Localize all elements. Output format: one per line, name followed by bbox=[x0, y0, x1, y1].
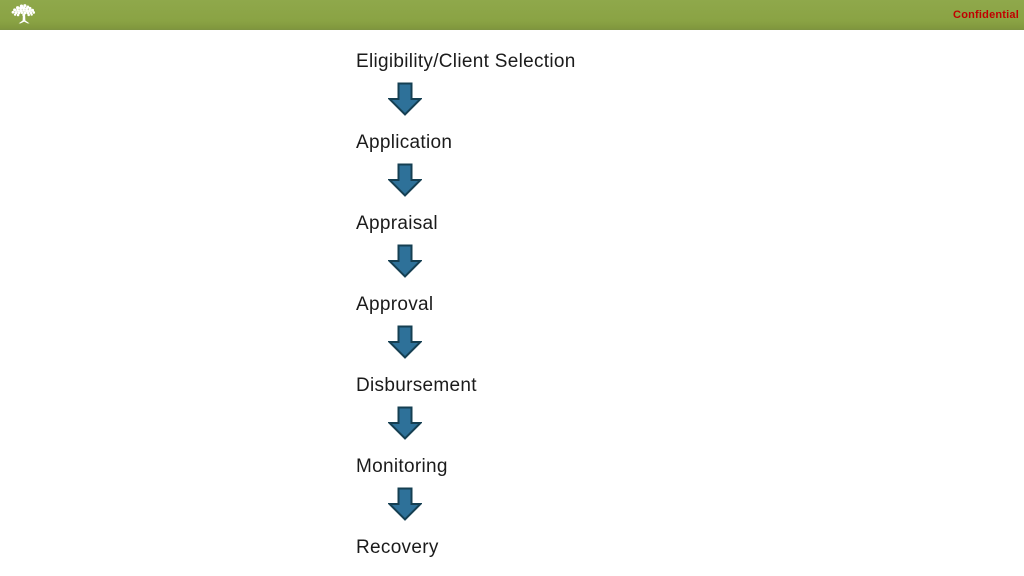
oak-tree-logo-icon bbox=[7, 2, 41, 28]
down-arrow-icon bbox=[388, 82, 422, 116]
down-arrow-icon bbox=[388, 325, 422, 359]
down-arrow-icon bbox=[388, 163, 422, 197]
down-arrow-icon bbox=[388, 406, 422, 440]
flow-step-label: Appraisal bbox=[356, 213, 438, 234]
down-arrow-icon bbox=[388, 244, 422, 278]
flow-step-label: Disbursement bbox=[356, 375, 477, 396]
process-flow: Eligibility/Client Selection Application… bbox=[356, 50, 576, 568]
down-arrow-icon bbox=[388, 487, 422, 521]
confidential-label: Confidential bbox=[953, 9, 1019, 21]
flow-step-label: Recovery bbox=[356, 537, 439, 558]
flow-step-label: Application bbox=[356, 132, 453, 153]
flow-step-label: Monitoring bbox=[356, 456, 448, 477]
header-bar: Confidential bbox=[0, 0, 1024, 30]
flow-step-label: Approval bbox=[356, 294, 434, 315]
flow-step-label: Eligibility/Client Selection bbox=[356, 51, 576, 72]
